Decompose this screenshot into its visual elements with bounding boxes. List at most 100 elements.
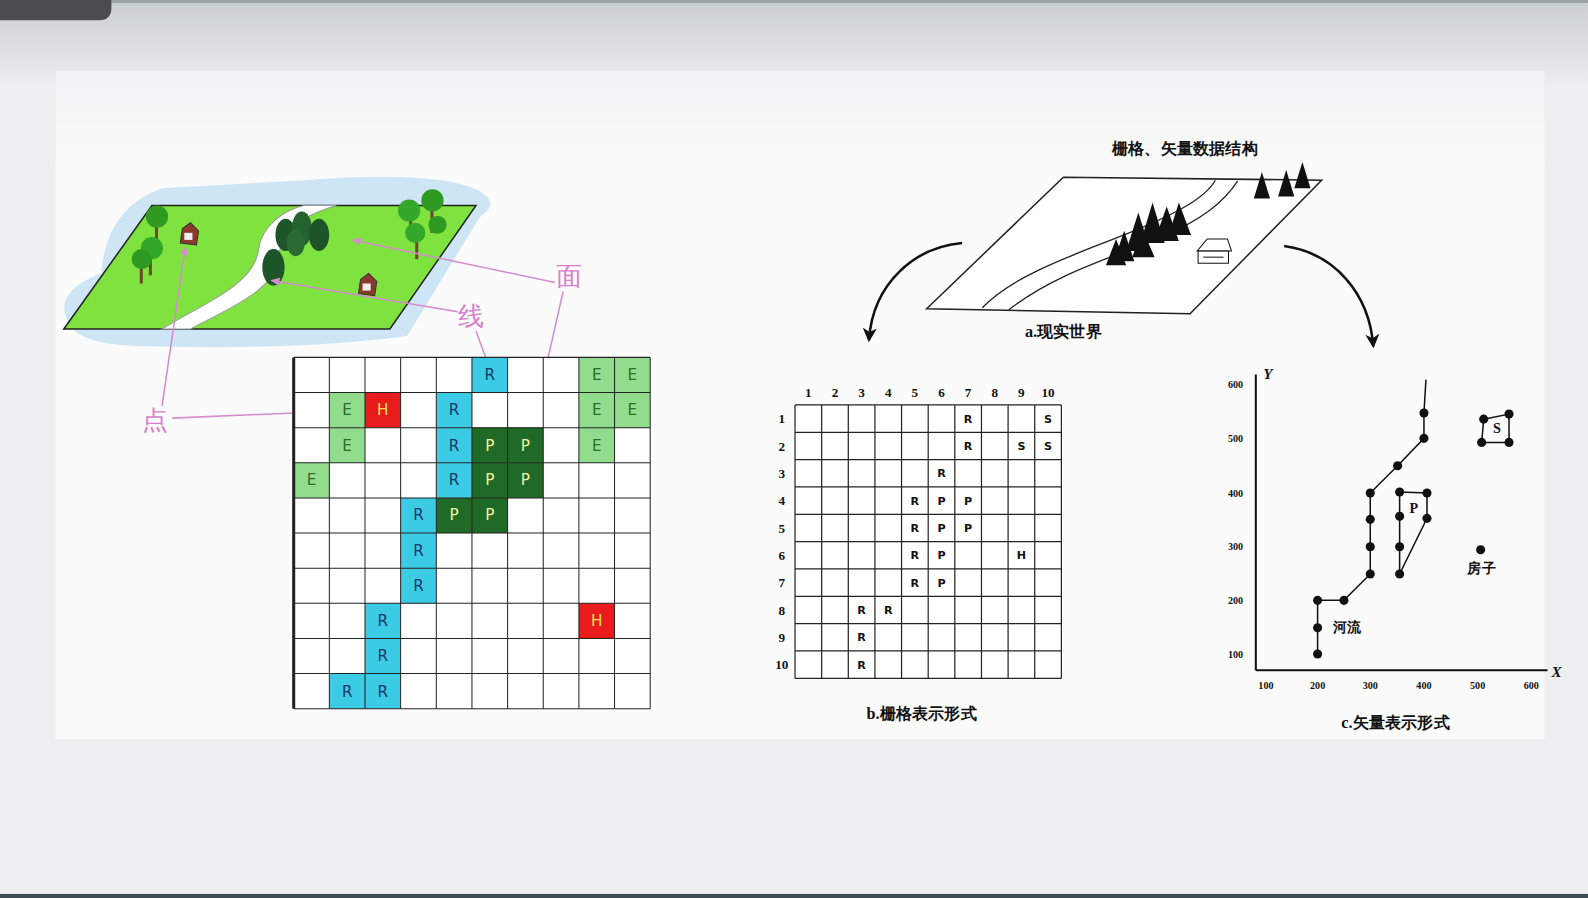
column-number: 2: [832, 385, 839, 401]
grid-cell: [508, 463, 544, 498]
grid-line: [795, 541, 1061, 542]
cell-letter: E: [340, 400, 354, 420]
tick-value: 100: [1258, 680, 1273, 691]
grid-line: [795, 623, 1061, 624]
grid-line: [981, 405, 982, 678]
grid-cell: [401, 498, 437, 533]
column-number: 8: [991, 385, 998, 401]
cell-letter: P: [937, 521, 945, 534]
grid-cell: [579, 428, 615, 463]
cell-letter: E: [590, 435, 604, 455]
feature-label: 房子: [1466, 560, 1496, 578]
tick-value: 300: [1363, 680, 1378, 691]
tick-value: 500: [1228, 433, 1243, 444]
trees: [132, 189, 447, 283]
cell-letter: R: [376, 611, 391, 631]
cell-letter: H: [375, 400, 390, 420]
sub-caption: a.现实世界: [1025, 321, 1102, 342]
cell-letter: P: [448, 505, 461, 525]
top-edge: [0, 0, 1588, 3]
grid-line: [294, 708, 650, 709]
grid-cell: [472, 498, 508, 533]
cell-letter: R: [376, 646, 391, 666]
cell-letter: P: [964, 494, 972, 507]
tick-value: 400: [1228, 487, 1243, 498]
grid-cell: [294, 463, 330, 498]
grid-cell: [365, 638, 401, 673]
grid-cell: [615, 357, 651, 392]
feature-label: P: [1408, 501, 1419, 517]
cell-letter: R: [340, 681, 355, 701]
cell-letter: P: [483, 435, 496, 455]
cell-letter: P: [937, 576, 945, 589]
grid-cell: [436, 463, 472, 498]
river-bank: [1009, 181, 1238, 310]
bottom-edge: [0, 894, 1588, 898]
grid-cell: [436, 498, 472, 533]
column-number: 10: [1041, 385, 1054, 401]
cell-letter: R: [911, 521, 920, 534]
grid-line: [578, 357, 579, 708]
grid-line: [1034, 405, 1035, 678]
cell-letter: R: [857, 658, 866, 671]
row-number: 9: [779, 629, 786, 645]
column-number: 5: [912, 385, 919, 401]
grid-cell: [401, 568, 437, 603]
cell-letter: S: [1044, 412, 1052, 425]
grid-line: [1007, 405, 1008, 678]
grid-line: [954, 405, 955, 678]
grid-cell: [329, 428, 365, 463]
column-number: 3: [858, 385, 865, 401]
grid-ground: [294, 357, 650, 708]
forest: [1106, 162, 1311, 265]
tick-value: 200: [1228, 595, 1243, 606]
grid-line: [1061, 405, 1062, 678]
grid-cell: [615, 393, 651, 428]
cell-letter: E: [626, 400, 640, 420]
houses: [180, 223, 376, 296]
grid-line: [795, 650, 1061, 651]
column-number: 9: [1018, 385, 1025, 401]
cell-letter: R: [411, 505, 426, 525]
cell-letter: P: [483, 505, 496, 525]
cell-letter: R: [964, 439, 973, 452]
tick-value: 600: [1524, 680, 1539, 691]
grid-line: [507, 357, 508, 708]
axis-name: X: [1552, 664, 1562, 681]
cell-letter: R: [411, 576, 426, 596]
cell-letter: S: [1017, 439, 1025, 452]
ground-plane: [64, 206, 476, 330]
haze: [64, 177, 490, 347]
grid-cell: [508, 428, 544, 463]
grid-line: [294, 568, 650, 569]
forest: [262, 212, 329, 286]
grid-line: [543, 357, 544, 708]
cell-letter: R: [884, 603, 893, 616]
cell-letter: E: [340, 435, 354, 455]
grid-cell: [365, 393, 401, 428]
cell-letter: H: [589, 611, 604, 631]
cell-letter: R: [937, 467, 946, 480]
grid-cell: [365, 603, 401, 638]
tick-value: 200: [1310, 680, 1325, 691]
grid-cell: [365, 674, 401, 709]
grid-cell: [436, 428, 472, 463]
grid-line: [795, 678, 1061, 679]
column-number: 6: [938, 385, 945, 401]
raster-grid-left: [294, 357, 650, 708]
axis-name: Y: [1263, 366, 1272, 383]
row-number: 4: [779, 493, 786, 509]
river: [162, 206, 336, 330]
column-number: 4: [885, 385, 892, 401]
grid-line: [614, 357, 615, 708]
pointer-label: 点: [142, 402, 168, 437]
cell-letter: S: [1044, 439, 1052, 452]
cell-letter: R: [964, 412, 973, 425]
column-number: 1: [805, 385, 812, 401]
row-number: 10: [775, 657, 788, 673]
pointer-label: 线: [458, 299, 484, 334]
cell-letter: R: [857, 631, 866, 644]
grid-line: [294, 533, 650, 534]
tick-value: 600: [1228, 379, 1243, 390]
